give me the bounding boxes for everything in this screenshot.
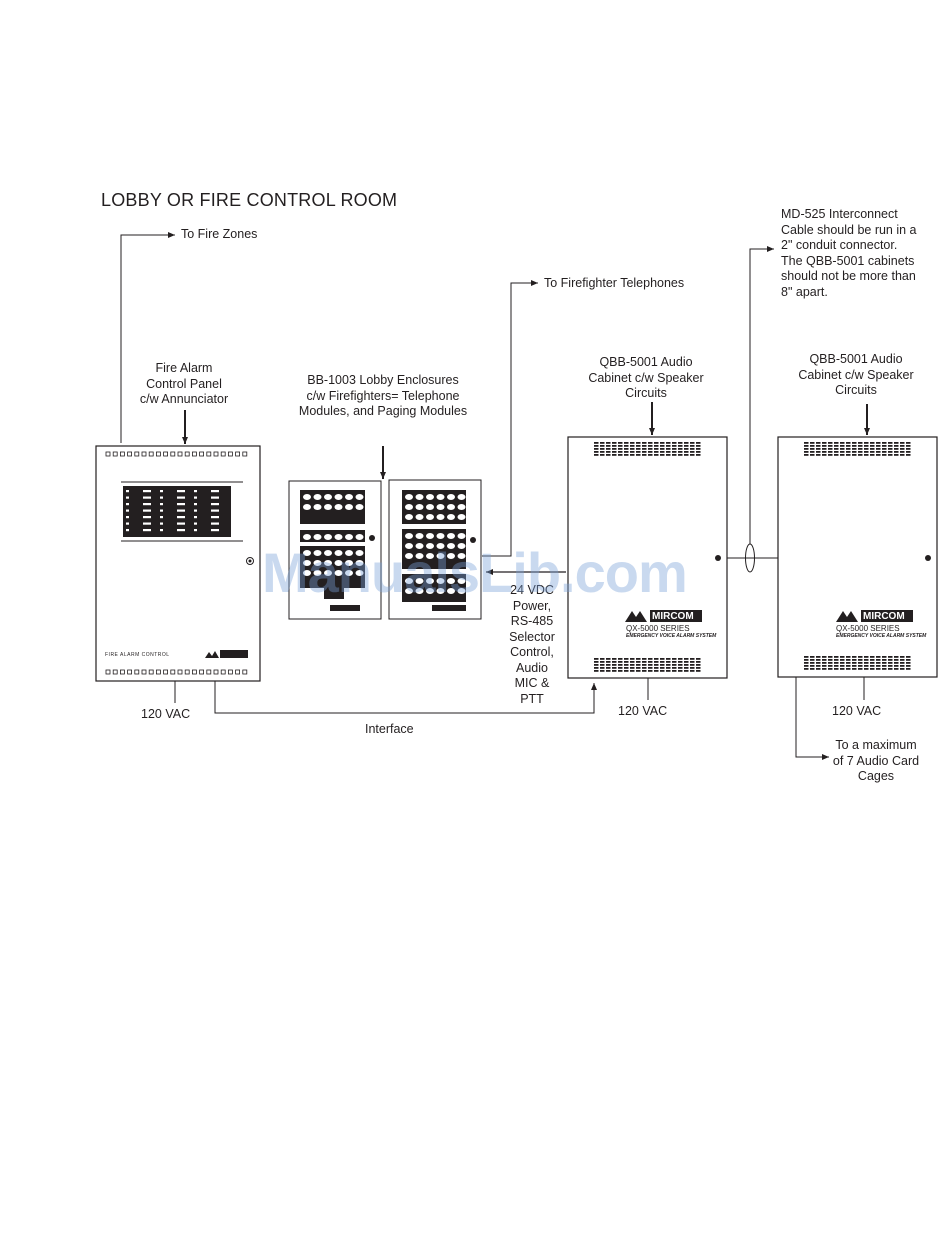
label-power: 24 VDC Power, RS-485 Selector Control, A… xyxy=(509,583,555,706)
label-vac-2: 120 VAC xyxy=(618,704,668,718)
qbb-5001-cabinet-b xyxy=(777,436,938,678)
label-md525: MD-525 Interconnect Cable should be run … xyxy=(781,207,917,299)
series-sub-b: EMERGENCY VOICE ALARM SYSTEM xyxy=(836,633,927,639)
label-qbb-a: QBB-5001 Audio Cabinet c/w Speaker Circu… xyxy=(588,355,704,400)
label-vac-1: 120 VAC xyxy=(141,707,191,721)
series-sub-a: EMERGENCY VOICE ALARM SYSTEM xyxy=(626,633,717,639)
watermark: ManualsLib.com xyxy=(262,541,688,604)
label-qbb-b: QBB-5001 Audio Cabinet c/w Speaker Circu… xyxy=(798,352,914,397)
audio-cages-leader xyxy=(795,677,829,760)
label-fire-zones: To Fire Zones xyxy=(181,227,258,241)
brand-b: MIRCOM xyxy=(863,611,905,622)
ff-tel-leader xyxy=(482,280,538,557)
fire-alarm-control-panel xyxy=(95,445,261,682)
md525-leader xyxy=(749,246,774,544)
page-title: LOBBY OR FIRE CONTROL ROOM xyxy=(101,190,398,210)
series-b: QX-5000 SERIES xyxy=(836,624,900,633)
fire-zones-leader xyxy=(120,232,175,443)
bb-1003-enclosure-right xyxy=(388,479,482,620)
brand-a: MIRCOM xyxy=(652,611,694,622)
label-vac-3: 120 VAC xyxy=(832,704,882,718)
qbb-5001-cabinet-a xyxy=(567,436,728,679)
panel-lock xyxy=(246,557,254,565)
label-audio-cages: To a maximum of 7 Audio Card Cages xyxy=(832,738,920,783)
label-bb1003: BB-1003 Lobby Enclosures c/w Firefighter… xyxy=(298,373,468,418)
label-facp: Fire Alarm Control Panel c/w Annunciator xyxy=(139,361,229,406)
label-interface: Interface xyxy=(365,722,414,736)
interface-line xyxy=(214,681,597,714)
facp-footer-text: FIRE ALARM CONTROL xyxy=(105,652,170,658)
label-ff-telephones: To Firefighter Telephones xyxy=(544,276,685,290)
mircom-logo xyxy=(205,650,248,658)
series-a: QX-5000 SERIES xyxy=(626,624,690,633)
